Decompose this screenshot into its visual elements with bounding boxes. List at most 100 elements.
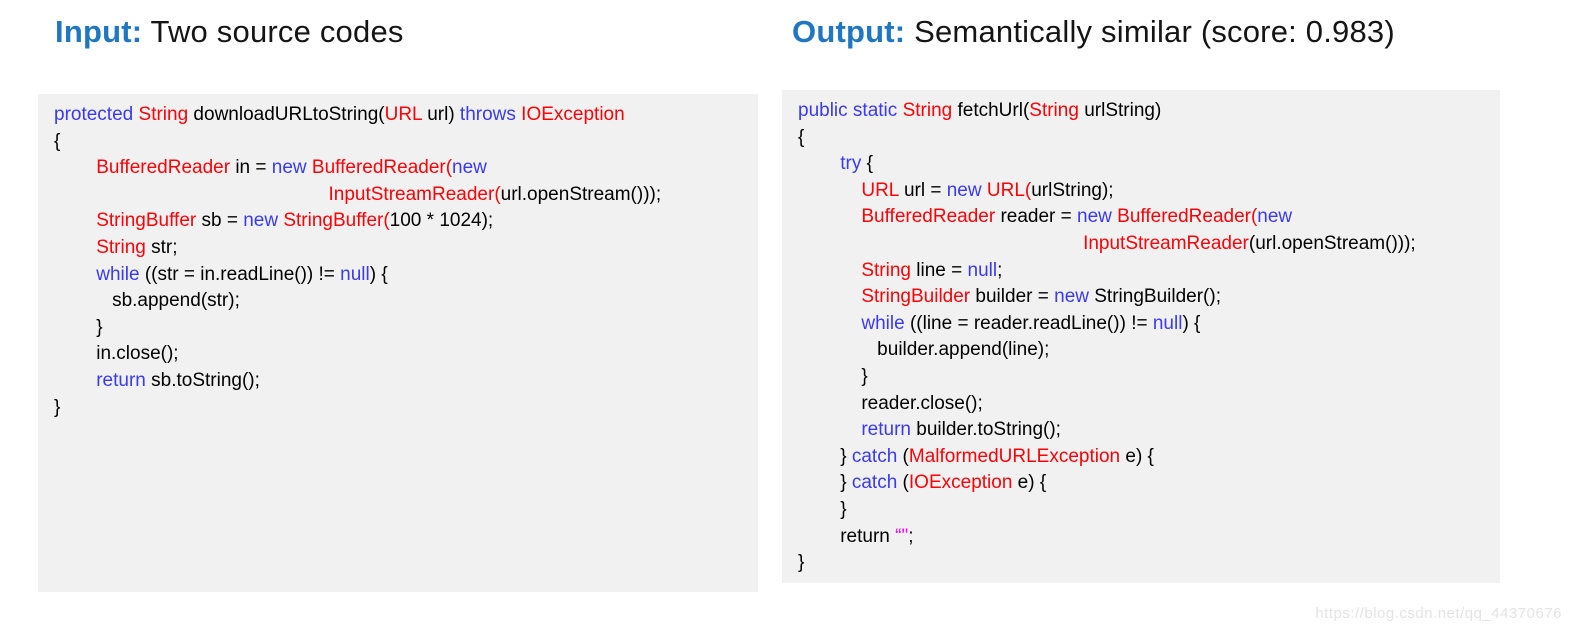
code-line: BufferedReader in = new BufferedReader(n… — [54, 155, 758, 182]
code-token: builder.toString(); — [911, 419, 1061, 441]
output-code-panel: public static String fetchUrl(String url… — [782, 90, 1500, 583]
code-token: { — [861, 153, 873, 175]
code-token: StringBuilder(); — [1088, 286, 1221, 308]
watermark-url: https://blog.csdn.net/qq_44370676 — [1315, 605, 1562, 622]
code-token — [798, 419, 861, 440]
code-line: try { — [798, 151, 1500, 178]
code-token — [798, 153, 840, 174]
code-token — [798, 260, 861, 281]
code-token: new — [243, 210, 279, 232]
code-line: } catch (IOException e) { — [798, 470, 1500, 497]
code-line: { — [54, 129, 758, 156]
code-token: downloadURLtoString( — [188, 104, 385, 125]
code-token: { — [798, 126, 805, 148]
code-token: return — [96, 369, 146, 391]
code-line: in.close(); — [54, 341, 758, 368]
code-token: StringBuffer( — [283, 210, 390, 232]
code-token — [798, 180, 861, 201]
code-token: ) { — [369, 263, 388, 285]
code-token — [798, 313, 861, 334]
code-token: } — [798, 365, 868, 387]
code-token: { — [54, 130, 61, 152]
code-token — [54, 237, 96, 258]
code-token: protected — [54, 104, 134, 125]
code-token: while — [96, 263, 140, 285]
input-header-label: Input: — [55, 14, 143, 49]
code-token: ( — [897, 445, 909, 467]
code-token — [54, 370, 96, 391]
code-token: BufferedReader( — [311, 157, 453, 179]
code-token: ((line = reader.readLine()) != — [904, 312, 1153, 334]
code-line: return “"; — [798, 524, 1500, 551]
code-line: StringBuffer sb = new StringBuffer(100 *… — [54, 208, 758, 235]
code-line: } — [798, 550, 1500, 577]
code-token: StringBuilder — [861, 286, 971, 308]
code-token: URL — [384, 104, 422, 125]
code-token: urlString); — [1031, 179, 1114, 201]
code-token — [798, 286, 861, 307]
code-line: } — [798, 364, 1500, 391]
code-token: sb.append(str); — [54, 290, 240, 312]
code-line: builder.append(line); — [798, 337, 1500, 364]
code-token: } — [54, 396, 61, 418]
code-token: “" — [895, 525, 909, 547]
code-token: } — [54, 316, 103, 338]
code-line: } — [54, 315, 758, 342]
code-token: ) { — [1182, 312, 1201, 334]
code-line: String line = null; — [798, 258, 1500, 285]
output-header: Output: Semantically similar (score: 0.9… — [792, 14, 1395, 50]
code-token: builder.append(line); — [798, 339, 1050, 361]
code-token: try — [840, 153, 862, 175]
code-token: URL — [861, 179, 899, 201]
code-token: ; — [908, 525, 914, 547]
code-line: } — [54, 395, 758, 422]
code-token: while — [861, 312, 905, 334]
code-token: new — [1257, 206, 1293, 228]
code-line: } catch (MalformedURLException e) { — [798, 444, 1500, 471]
output-header-label: Output: — [792, 14, 906, 49]
code-token: (url.openStream())); — [1248, 232, 1416, 254]
code-line: StringBuilder builder = new StringBuilde… — [798, 284, 1500, 311]
code-token: ((str = in.readLine()) != — [139, 263, 341, 285]
code-token: fetchUrl( — [952, 100, 1030, 121]
code-token: } — [798, 472, 852, 494]
code-token: catch — [851, 472, 898, 494]
code-token: url) — [421, 104, 460, 125]
code-token: new — [946, 179, 982, 201]
code-token: BufferedReader — [96, 157, 231, 179]
code-token: reader = — [995, 206, 1078, 228]
code-token: url.openStream())); — [500, 183, 662, 205]
code-token — [54, 184, 329, 205]
code-token: str; — [145, 236, 178, 258]
input-code-panel: protected String downloadURLtoString(URL… — [38, 94, 758, 592]
code-token: String — [902, 100, 953, 121]
code-line: InputStreamReader(url.openStream())); — [798, 231, 1500, 258]
code-token: } — [798, 445, 852, 467]
code-token: 100 * 1024); — [389, 210, 494, 232]
code-line: protected String downloadURLtoString(URL… — [54, 102, 758, 129]
code-line: InputStreamReader(url.openStream())); — [54, 182, 758, 209]
code-token: throws — [459, 104, 516, 125]
code-token: IOException — [908, 472, 1013, 494]
output-header-text: Semantically similar (score: 0.983) — [905, 14, 1395, 49]
code-token: reader.close(); — [798, 392, 983, 414]
code-token: InputStreamReader — [1083, 232, 1249, 254]
code-token: in.close(); — [54, 343, 179, 365]
code-token: BufferedReader — [861, 206, 996, 228]
code-token: null — [1152, 312, 1183, 334]
code-token: sb.toString(); — [145, 369, 260, 391]
code-line: return sb.toString(); — [54, 368, 758, 395]
code-token: String — [138, 104, 189, 125]
code-line: URL url = new URL(urlString); — [798, 178, 1500, 205]
code-token: MalformedURLException — [908, 445, 1121, 467]
code-token: URL( — [986, 179, 1032, 201]
code-line: return builder.toString(); — [798, 417, 1500, 444]
code-token: ( — [897, 472, 909, 494]
code-line: sb.append(str); — [54, 288, 758, 315]
code-token: } — [798, 498, 847, 520]
code-token: null — [340, 263, 370, 285]
code-token — [54, 264, 96, 285]
input-header-text: Two source codes — [142, 14, 404, 49]
code-token: null — [967, 259, 998, 281]
code-token: builder = — [970, 286, 1055, 308]
